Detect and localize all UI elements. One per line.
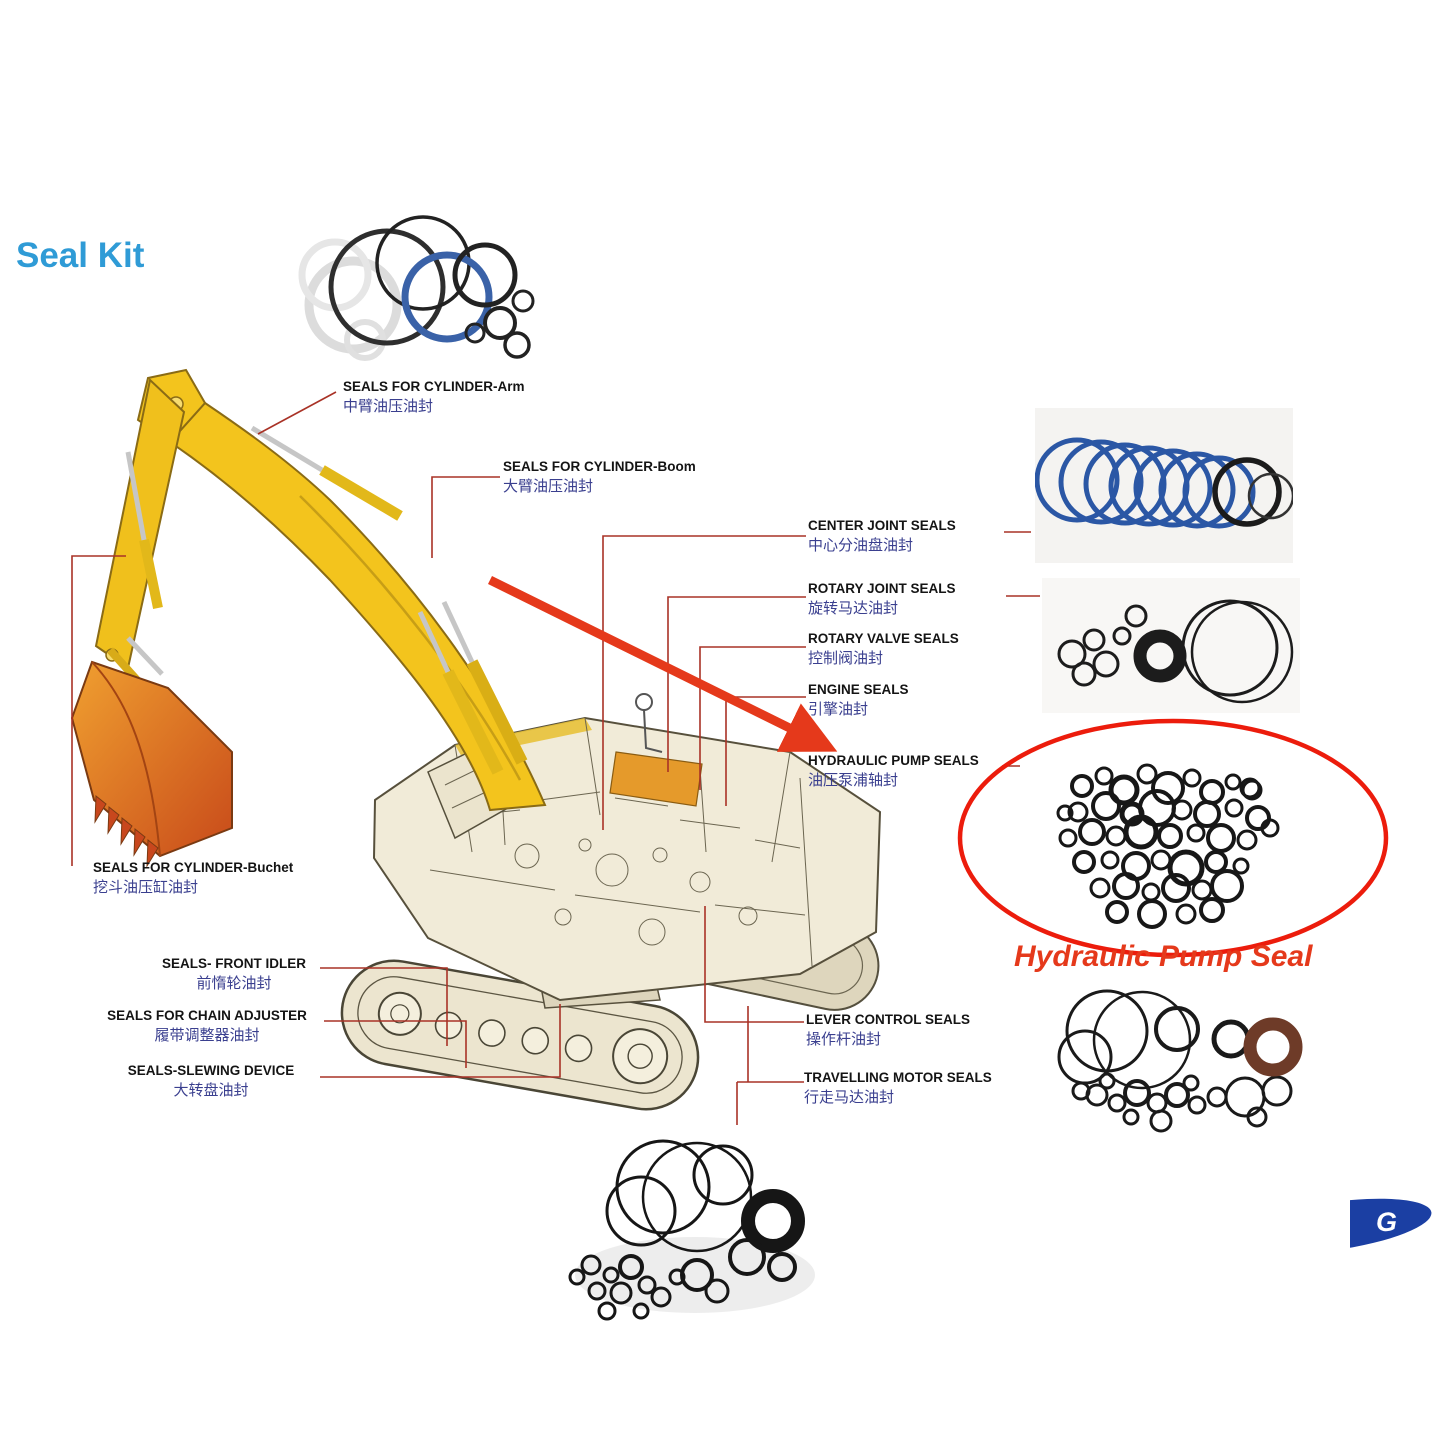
label-zh: 大臂油压油封 <box>503 476 594 495</box>
label-cylinder-boom-seals: SEALS FOR CYLINDER-Boom 大臂油压油封 <box>503 459 696 495</box>
label-en: ROTARY JOINT SEALS <box>808 581 956 596</box>
label-en: SEALS- FRONT IDLER <box>162 956 306 971</box>
label-en: TRAVELLING MOTOR SEALS <box>804 1070 992 1085</box>
label-zh: 前惰轮油封 <box>196 973 272 992</box>
label-zh: 操作杆油封 <box>806 1029 882 1048</box>
label-center-joint-seals: CENTER JOINT SEALS 中心分油盘油封 <box>808 518 956 554</box>
label-zh: 油压泵浦轴封 <box>808 770 899 789</box>
excavator-bucket <box>70 660 233 858</box>
label-en: ROTARY VALVE SEALS <box>808 631 959 646</box>
label-zh: 中心分油盘油封 <box>808 535 914 554</box>
label-en: SEALS FOR CYLINDER-Boom <box>503 459 696 474</box>
excavator-illustration <box>70 368 882 1111</box>
label-zh: 中臂油压油封 <box>343 396 434 415</box>
travelling-motor-seals-photo <box>545 1125 830 1330</box>
brand-logo-graphic: G <box>1350 1198 1432 1249</box>
label-zh: 旋转马达油封 <box>808 598 899 617</box>
label-en: SEALS FOR CYLINDER-Arm <box>343 379 525 394</box>
label-zh: 履带调整器油封 <box>154 1025 260 1044</box>
brand-logo-letter: G <box>1376 1207 1397 1237</box>
label-lever-control-seals: LEVER CONTROL SEALS 操作杆油封 <box>806 1012 970 1048</box>
label-en: CENTER JOINT SEALS <box>808 518 956 533</box>
label-engine-seals: ENGINE SEALS 引擎油封 <box>808 682 909 718</box>
label-zh: 挖斗油压缸油封 <box>93 877 199 896</box>
label-en: LEVER CONTROL SEALS <box>806 1012 971 1027</box>
label-en: SEALS FOR CHAIN ADJUSTER <box>107 1008 307 1023</box>
hydraulic-pump-seals-photo <box>1020 728 1305 943</box>
label-hydraulic-pump-seals: HYDRAULIC PUMP SEALS 油压泵浦轴封 <box>808 753 979 789</box>
label-en: SEALS FOR CYLINDER-Buchet <box>93 860 294 875</box>
label-zh: 引擎油封 <box>808 699 869 718</box>
label-en: SEALS-SLEWING DEVICE <box>127 1063 295 1078</box>
label-travelling-motor-seals: TRAVELLING MOTOR SEALS 行走马达油封 <box>804 1070 992 1106</box>
rotary-seals-photo <box>1042 578 1300 713</box>
label-rotary-joint-seals: ROTARY JOINT SEALS 旋转马达油封 <box>808 581 956 617</box>
brand-logo: G <box>1350 1193 1440 1249</box>
label-en: ENGINE SEALS <box>808 682 909 697</box>
label-cylinder-bucket-seals: SEALS FOR CYLINDER-Buchet 挖斗油压缸油封 <box>93 860 293 896</box>
label-zh: 大转盘油封 <box>173 1080 249 1099</box>
page-title: Seal Kit <box>16 236 145 275</box>
label-chain-adjuster-seals: SEALS FOR CHAIN ADJUSTER 履带调整器油封 <box>88 1008 326 1044</box>
lever-control-seals-photo <box>1045 985 1317 1135</box>
label-zh: 行走马达油封 <box>804 1087 895 1106</box>
cylinder-arm-seals-photo <box>295 205 565 375</box>
label-front-idler-seals: SEALS- FRONT IDLER 前惰轮油封 <box>148 956 320 992</box>
hydraulic-pump-seal-caption: Hydraulic Pump Seal <box>1014 940 1313 973</box>
label-slewing-device-seals: SEALS-SLEWING DEVICE 大转盘油封 <box>102 1063 320 1099</box>
label-zh: 控制阀油封 <box>808 648 884 667</box>
center-joint-seals-photo <box>1035 408 1293 563</box>
track-front <box>340 959 700 1111</box>
label-en: HYDRAULIC PUMP SEALS <box>808 753 979 768</box>
label-rotary-valve-seals: ROTARY VALVE SEALS 控制阀油封 <box>808 631 959 667</box>
label-cylinder-arm-seals: SEALS FOR CYLINDER-Arm 中臂油压油封 <box>343 379 525 415</box>
